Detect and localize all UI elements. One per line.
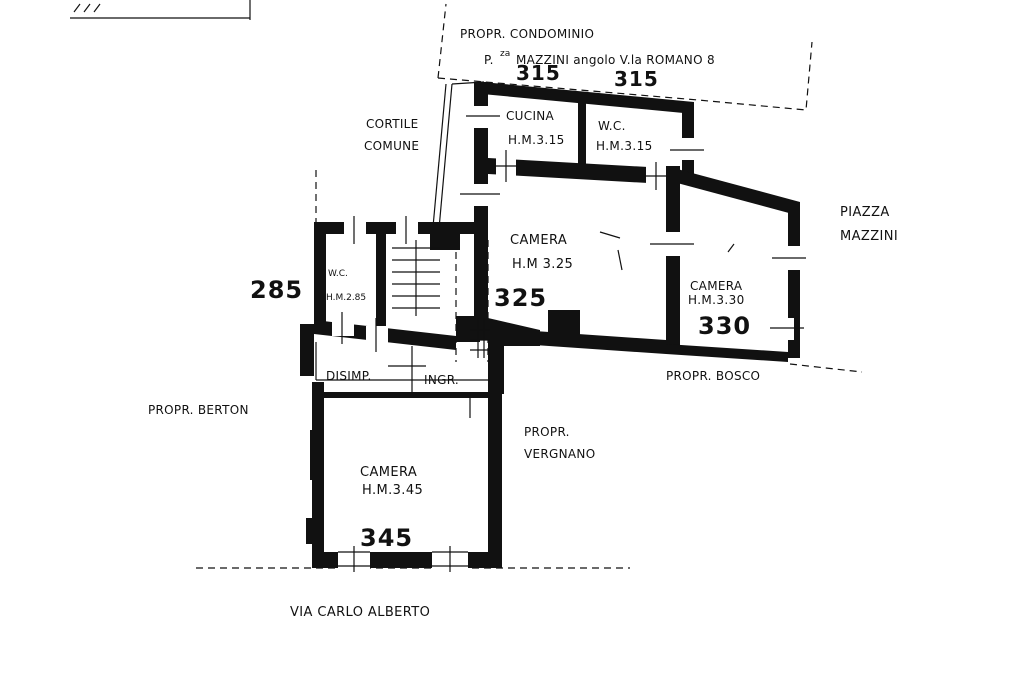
- piazza-label-line1: PIAZZA: [840, 205, 890, 220]
- street-label: VIA CARLO ALBERTO: [290, 605, 430, 620]
- dimension-right: 330: [698, 312, 751, 340]
- berton-label: PROPR. BERTON: [148, 403, 249, 417]
- ingr-name: INGR.: [424, 373, 459, 387]
- piazza-label-line2: MAZZINI: [840, 229, 898, 244]
- wc-top-height: H.M.3.15: [596, 139, 653, 153]
- camera-bottom-name: CAMERA: [360, 465, 417, 480]
- cortile-label-line2: COMUNE: [364, 139, 419, 153]
- camera-center-name: CAMERA: [510, 233, 567, 248]
- dimension-bottom: 345: [360, 524, 413, 552]
- openings: [332, 106, 806, 572]
- condominio-label-superscript: za: [500, 49, 510, 59]
- camera-center-height: H.M 3.25: [512, 257, 573, 272]
- guide-lines: [196, 170, 863, 569]
- room-labels: CUCINA H.M.3.15 W.C. H.M.3.15 CAMERA H.M…: [326, 109, 745, 498]
- wc-left-name: W.C.: [328, 269, 348, 279]
- condominio-boundary: [437, 3, 813, 111]
- adjacent-sketch-fragment: [70, 0, 251, 20]
- corridor-partition: [315, 231, 735, 394]
- dimension-center: 325: [494, 284, 547, 312]
- bosco-label: PROPR. BOSCO: [666, 369, 760, 383]
- staircase: [392, 240, 490, 358]
- condominio-label-prefix: P.: [484, 53, 494, 67]
- dimension-labels: 315 315 285 325 330 345: [250, 61, 751, 552]
- condominio-label-line1: PROPR. CONDOMINIO: [460, 27, 594, 41]
- dimension-top-right: 315: [614, 67, 659, 91]
- wc-top-name: W.C.: [598, 119, 626, 133]
- camera-right-name: CAMERA: [690, 279, 743, 293]
- cucina-name: CUCINA: [506, 109, 555, 123]
- camera-right-height: H.M.3.30: [688, 293, 745, 307]
- vergnano-label-line2: VERGNANO: [524, 447, 595, 461]
- condominio-label-line2: MAZZINI angolo V.la ROMANO 8: [516, 53, 715, 67]
- wc-left-height: H.M.2.85: [326, 293, 366, 303]
- vergnano-label-line1: PROPR.: [524, 425, 570, 439]
- camera-bottom-height: H.M.3.45: [362, 483, 423, 498]
- dimension-top-left: 315: [516, 61, 561, 85]
- cortile-label-line1: CORTILE: [366, 117, 419, 131]
- dimension-left: 285: [250, 276, 303, 304]
- disimp-name: DISIMP.: [326, 369, 372, 383]
- neighbor-labels: PROPR. CONDOMINIO P. za MAZZINI angolo V…: [148, 27, 898, 620]
- cucina-height: H.M.3.15: [508, 133, 565, 147]
